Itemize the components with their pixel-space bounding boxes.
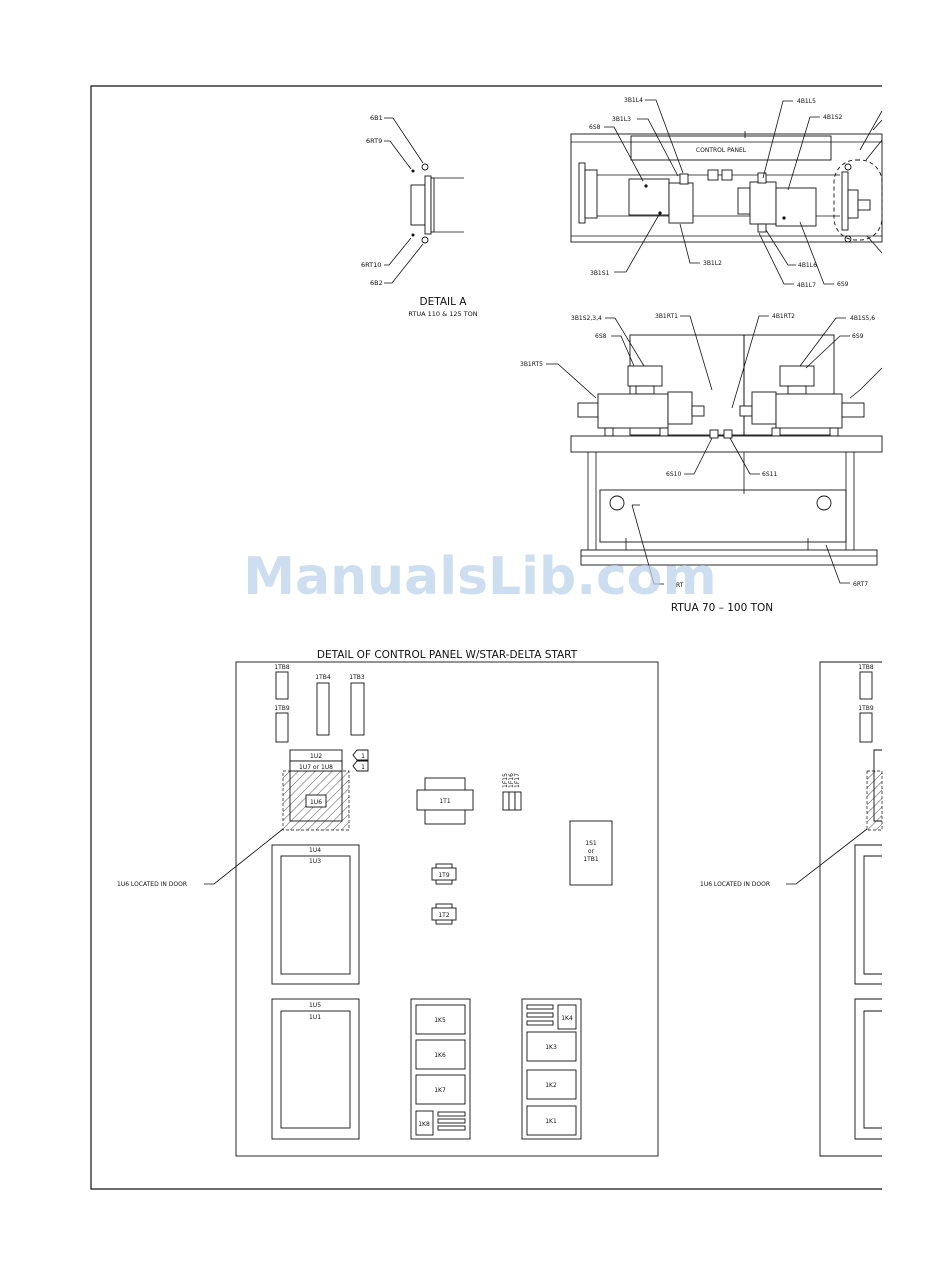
- label-4b1l5: 4B1L5: [797, 98, 816, 105]
- comp-1k8: 1K8: [418, 1121, 430, 1128]
- label-4b1s56: 4B1S5,6: [850, 315, 875, 322]
- flag-note-1: 1: [361, 753, 365, 760]
- comp-1k5: 1K5: [434, 1017, 446, 1024]
- label-6rt7: 6RT7: [853, 581, 868, 588]
- comp-1f15: 1F15: [502, 773, 509, 788]
- comp-1tb3: 1TB3: [349, 674, 365, 681]
- label-4b1l7: 4B1L7: [797, 282, 816, 289]
- label-4b1s2: 4B1S2: [823, 114, 843, 121]
- label-6s9-side: 6S9: [852, 333, 864, 340]
- unit-side-view: 3B1S2,3,4 3B1RT1 4B1RT2 4B1S5,6 6S8 6S9 …: [520, 313, 883, 614]
- label-3b1l3: 3B1L3: [612, 116, 631, 123]
- control-panel-detail: DETAIL OF CONTROL PANEL W/STAR-DELTA STA…: [117, 649, 659, 1157]
- label-3b1rt5: 3B1RT5: [520, 361, 543, 368]
- comp-1u7-or-1u8: 1U7 or 1U8: [299, 764, 333, 771]
- label-6s9-top: 6S9: [837, 281, 849, 288]
- control-panel-label: CONTROL PANEL: [696, 147, 747, 154]
- detail-a-title: DETAIL A: [420, 296, 468, 308]
- comp-1u2: 1U2: [310, 753, 322, 760]
- comp-1f16: 1F16: [508, 773, 515, 788]
- comp-1u5: 1U5: [309, 1002, 321, 1009]
- unit-top-view: CONTROL PANEL: [570, 97, 883, 289]
- comp-1f17: 1F17: [514, 773, 521, 788]
- label-6rt9: 6RT9: [366, 137, 382, 145]
- comp-1tb8: 1TB8: [274, 664, 290, 671]
- label-6s8-top: 6S8: [589, 124, 601, 131]
- comp-1u1: 1U1: [309, 1014, 321, 1021]
- label-3b1l4: 3B1L4: [624, 97, 643, 104]
- comp-1k2: 1K2: [545, 1082, 557, 1089]
- note-right-1u6-door: 1U6 LOCATED IN DOOR: [700, 881, 770, 888]
- control-panel-detail-right: 1TB8 1TB9 1U6 LOCATED IN DOOR: [700, 661, 883, 1157]
- comp-1k1: 1K1: [545, 1118, 557, 1125]
- watermark: ManualsLib.com: [243, 547, 716, 607]
- comp-right-1tb9: 1TB9: [858, 705, 874, 712]
- comp-1k4: 1K4: [561, 1015, 573, 1022]
- comp-1tb9: 1TB9: [274, 705, 290, 712]
- label-rt: RT: [676, 582, 684, 589]
- detail-a-subtitle: RTUA 110 & 125 TON: [408, 310, 477, 318]
- label-6rt10: 6RT10: [361, 261, 381, 269]
- comp-1u3: 1U3: [309, 858, 321, 865]
- comp-1s1-or: or: [588, 848, 595, 855]
- comp-1k3: 1K3: [545, 1044, 557, 1051]
- label-6s11: 6S11: [762, 471, 777, 478]
- comp-1k7: 1K7: [434, 1087, 446, 1094]
- comp-1u4: 1U4: [309, 847, 321, 854]
- comp-1u6: 1U6: [310, 799, 322, 806]
- side-view-title: RTUA 70 – 100 TON: [671, 602, 773, 614]
- comp-1t1: 1T1: [439, 798, 450, 805]
- label-3b1s234: 3B1S2,3,4: [571, 315, 602, 322]
- label-4b1rt2: 4B1RT2: [772, 313, 795, 320]
- comp-1s1: 1S1: [585, 840, 597, 847]
- label-6s8-side: 6S8: [595, 333, 607, 340]
- comp-right-1tb8: 1TB8: [858, 664, 874, 671]
- label-4b1l6: 4B1L6: [798, 262, 817, 269]
- detail-a: 6B1 6RT9 6RT10 6B2 DETAIL A RTUA 110 & 1…: [361, 114, 478, 318]
- label-3b1l2: 3B1L2: [703, 260, 722, 267]
- label-6b2: 6B2: [370, 279, 383, 287]
- flag-note-2: 1: [361, 764, 365, 771]
- label-6b1: 6B1: [370, 114, 383, 122]
- comp-1t2: 1T2: [438, 912, 449, 919]
- comp-1tb4: 1TB4: [315, 674, 331, 681]
- note-1u6-door: 1U6 LOCATED IN DOOR: [117, 881, 187, 888]
- control-panel-title: DETAIL OF CONTROL PANEL W/STAR-DELTA STA…: [317, 649, 578, 661]
- label-6s10: 6S10: [666, 471, 681, 478]
- comp-1k6: 1K6: [434, 1052, 446, 1059]
- label-3b1s1: 3B1S1: [590, 270, 610, 277]
- comp-1t9: 1T9: [438, 872, 449, 879]
- page-border: [90, 85, 882, 1190]
- comp-1tb1: 1TB1: [583, 856, 599, 863]
- label-3b1rt1: 3B1RT1: [655, 313, 678, 320]
